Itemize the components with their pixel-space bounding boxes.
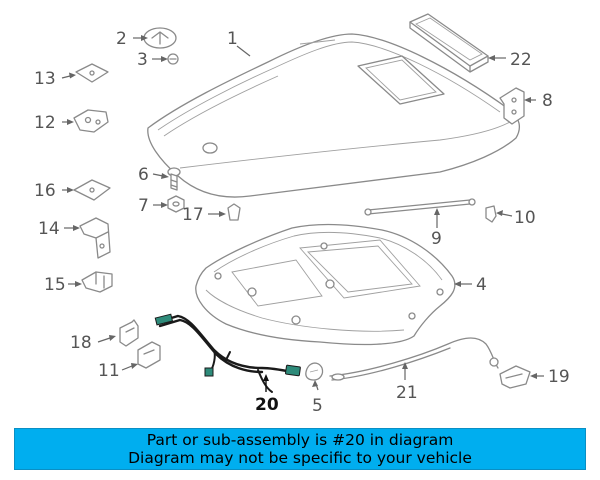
callout-13: 13: [34, 69, 56, 89]
callout-14: 14: [38, 219, 60, 239]
callout-15: 15: [44, 275, 66, 295]
callout-9: 9: [431, 229, 442, 249]
callout-16: 16: [34, 181, 56, 201]
pad-13: [75, 63, 109, 83]
callout-3: 3: [137, 50, 148, 70]
nut-7: [167, 195, 185, 213]
support-rod: [364, 198, 476, 216]
hood-panel: [147, 33, 521, 198]
callout-6: 6: [138, 165, 149, 185]
callout-22: 22: [510, 50, 532, 70]
striker-15: [81, 271, 113, 293]
callout-7: 7: [138, 196, 149, 216]
banner-line-1: Part or sub-assembly is #20 in diagram: [146, 431, 454, 449]
callout-18: 18: [70, 333, 92, 353]
callout-labels: 1 2 3 22 13 8 12 6 16 7 17 10 14 9 15 4 …: [34, 29, 570, 416]
callout-4: 4: [476, 275, 487, 295]
release-handle: [499, 365, 531, 389]
callout-10: 10: [514, 208, 536, 228]
rod-holder: [485, 205, 497, 223]
callout-20: 20: [255, 395, 279, 415]
release-cable: [329, 337, 499, 381]
bracket-8: [499, 87, 525, 125]
bolt-6: [167, 167, 181, 191]
callout-1: 1: [227, 29, 238, 49]
pad-16: [73, 179, 111, 201]
banner-line-2: Diagram may not be specific to your vehi…: [128, 449, 472, 467]
hood-insulator: [195, 223, 456, 346]
grommet-5: [305, 362, 324, 381]
callout-8: 8: [542, 91, 553, 111]
clip-screw: [167, 53, 179, 65]
clip-17: [227, 203, 241, 221]
seal-18: [119, 319, 139, 347]
seal-11: [137, 341, 161, 369]
callout-11: 11: [98, 361, 120, 381]
leader-lines: [61, 35, 544, 392]
callout-12: 12: [34, 113, 56, 133]
highlighted-part-20: [154, 313, 301, 393]
info-banner: Part or sub-assembly is #20 in diagram D…: [14, 428, 586, 470]
callout-21: 21: [396, 383, 418, 403]
callout-19: 19: [548, 367, 570, 387]
callout-5: 5: [312, 396, 323, 416]
callout-17: 17: [182, 205, 204, 225]
latch-12: [73, 109, 109, 133]
callout-2: 2: [116, 29, 127, 49]
emblem: [143, 27, 177, 49]
hinge-14: [79, 217, 111, 259]
